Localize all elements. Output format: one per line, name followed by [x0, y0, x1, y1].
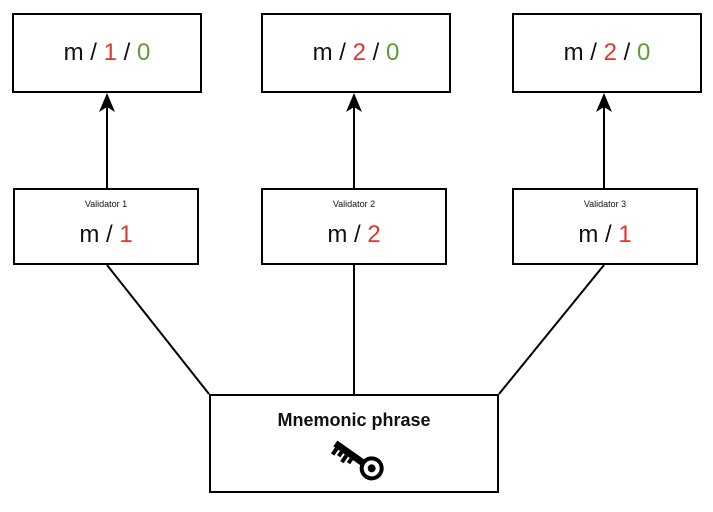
derived-prefix: m	[312, 39, 333, 66]
derived-index: 2	[603, 39, 617, 66]
arrowhead-3	[596, 93, 612, 112]
mnemonic-title: Mnemonic phrase	[277, 410, 431, 430]
validator-box-3: Validator 3 m / 1	[512, 188, 698, 265]
derived-separator: /	[372, 39, 380, 66]
derived-key-box-1: m / 1 / 0	[12, 13, 202, 93]
validator-box-2: Validator 2 m / 2	[261, 188, 447, 265]
validator-label: Validator 2	[332, 199, 376, 209]
derived-index: 2	[352, 39, 366, 66]
validator-prefix: m	[327, 221, 348, 248]
validator-separator: /	[105, 221, 113, 248]
derived-separator: /	[339, 39, 346, 66]
arrowhead-1	[99, 93, 115, 112]
validator-path: m / 2	[263, 221, 445, 249]
derived-sub-index: 0	[386, 39, 400, 66]
key-icon	[330, 440, 384, 481]
validator-path: m / 1	[514, 221, 696, 249]
derived-prefix: m	[63, 39, 84, 66]
validator-index: 2	[367, 221, 381, 248]
arrowhead-2	[346, 93, 362, 112]
validator-path: m / 1	[15, 221, 197, 249]
derived-separator: /	[90, 39, 97, 66]
validator-separator: /	[604, 221, 612, 248]
derived-sub-index: 0	[637, 39, 651, 66]
connector-root-validator-1	[106, 264, 210, 395]
derived-separator: /	[590, 39, 597, 66]
validator-separator: /	[353, 221, 361, 248]
validator-prefix: m	[578, 221, 599, 248]
validator-label: Validator 3	[583, 199, 627, 209]
derived-separator: /	[123, 39, 131, 66]
connector-root-validator-3	[498, 264, 605, 395]
validator-label: Validator 1	[84, 199, 128, 209]
derived-key-box-3: m / 2 / 0	[512, 13, 702, 93]
validator-index: 1	[119, 221, 133, 248]
validator-box-1: Validator 1 m / 1	[13, 188, 199, 265]
derived-separator: /	[623, 39, 631, 66]
mnemonic-box: Mnemonic phrase	[209, 394, 499, 493]
derived-sub-index: 0	[137, 39, 151, 66]
validator-index: 1	[618, 221, 632, 248]
derived-key-box-2: m / 2 / 0	[261, 13, 451, 93]
derived-index: 1	[103, 39, 117, 66]
validator-prefix: m	[79, 221, 100, 248]
derived-prefix: m	[563, 39, 584, 66]
